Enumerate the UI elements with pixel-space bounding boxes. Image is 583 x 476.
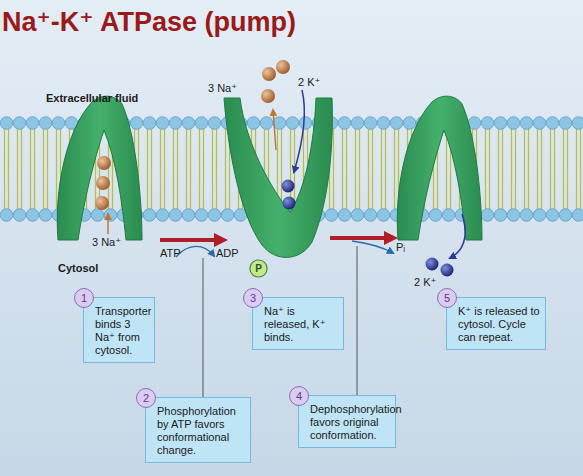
- label-text: 2 K⁺: [414, 276, 436, 289]
- sodium-ion: [96, 176, 110, 190]
- step-text: Phosphorylation by ATP favors conformati…: [157, 405, 245, 457]
- label-text: Pᵢ: [396, 241, 405, 253]
- pump-protein: [397, 96, 482, 240]
- label-text: 3 Na⁺: [92, 236, 121, 249]
- step-text: Transporter binds 3 Na⁺ from cytosol.: [95, 305, 149, 357]
- step-text: Dephosphorylation favors original confor…: [310, 403, 390, 442]
- sodium-arrow: [273, 110, 276, 150]
- phosphate-circle: P: [249, 259, 268, 278]
- sodium-ion: [262, 67, 276, 81]
- step-text: Na⁺ is released, K⁺ binds.: [264, 305, 338, 344]
- sodium-ion: [97, 156, 111, 170]
- callout-number: 5: [437, 288, 457, 308]
- potassium-ion: [283, 197, 296, 210]
- step-box: 2Phosphorylation by ATP favors conformat…: [145, 397, 251, 463]
- step-box: 1Transporter binds 3 Na⁺ from cytosol.: [83, 297, 155, 363]
- potassium-arrow: [450, 214, 465, 258]
- leader-line: [203, 258, 204, 397]
- sodium-arrow: [107, 214, 109, 234]
- label-text: ATP: [160, 247, 181, 259]
- label-text: 3 Na⁺: [208, 82, 237, 95]
- phosphate-arrow: [352, 241, 393, 253]
- step-box: 5K⁺ is released to cytosol. Cycle can re…: [446, 297, 546, 350]
- sodium-ion: [95, 196, 109, 210]
- atp-arrow: [176, 246, 214, 257]
- step-text: K⁺ is released to cytosol. Cycle can rep…: [458, 305, 540, 344]
- callout-number: 1: [74, 288, 94, 308]
- label-text: Cytosol: [58, 262, 98, 274]
- title: Na⁺-K⁺ ATPase (pump): [2, 6, 296, 38]
- potassium-arrow: [294, 90, 304, 172]
- potassium-ion: [282, 180, 295, 193]
- leader-line: [357, 246, 358, 395]
- label-text: ADP: [216, 247, 239, 259]
- label-text: 2 K⁺: [298, 76, 320, 89]
- sodium-ion: [261, 89, 275, 103]
- callout-number: 2: [136, 388, 156, 408]
- step-arrow: [330, 236, 394, 240]
- callout-number: 4: [289, 386, 309, 406]
- label-text: Extracellular fluid: [46, 92, 138, 104]
- pump-protein: [224, 98, 332, 257]
- potassium-ion: [426, 258, 439, 271]
- phosphate-label: P: [255, 263, 262, 274]
- sodium-ion: [276, 60, 290, 74]
- step-box: 4Dephosphorylation favors original confo…: [298, 395, 396, 448]
- potassium-ion: [441, 264, 454, 277]
- step-box: 3Na⁺ is released, K⁺ binds.: [252, 297, 344, 350]
- pump-protein: [57, 96, 142, 240]
- callout-number: 3: [243, 288, 263, 308]
- circle-shape: [250, 260, 267, 277]
- step-arrow: [160, 238, 224, 242]
